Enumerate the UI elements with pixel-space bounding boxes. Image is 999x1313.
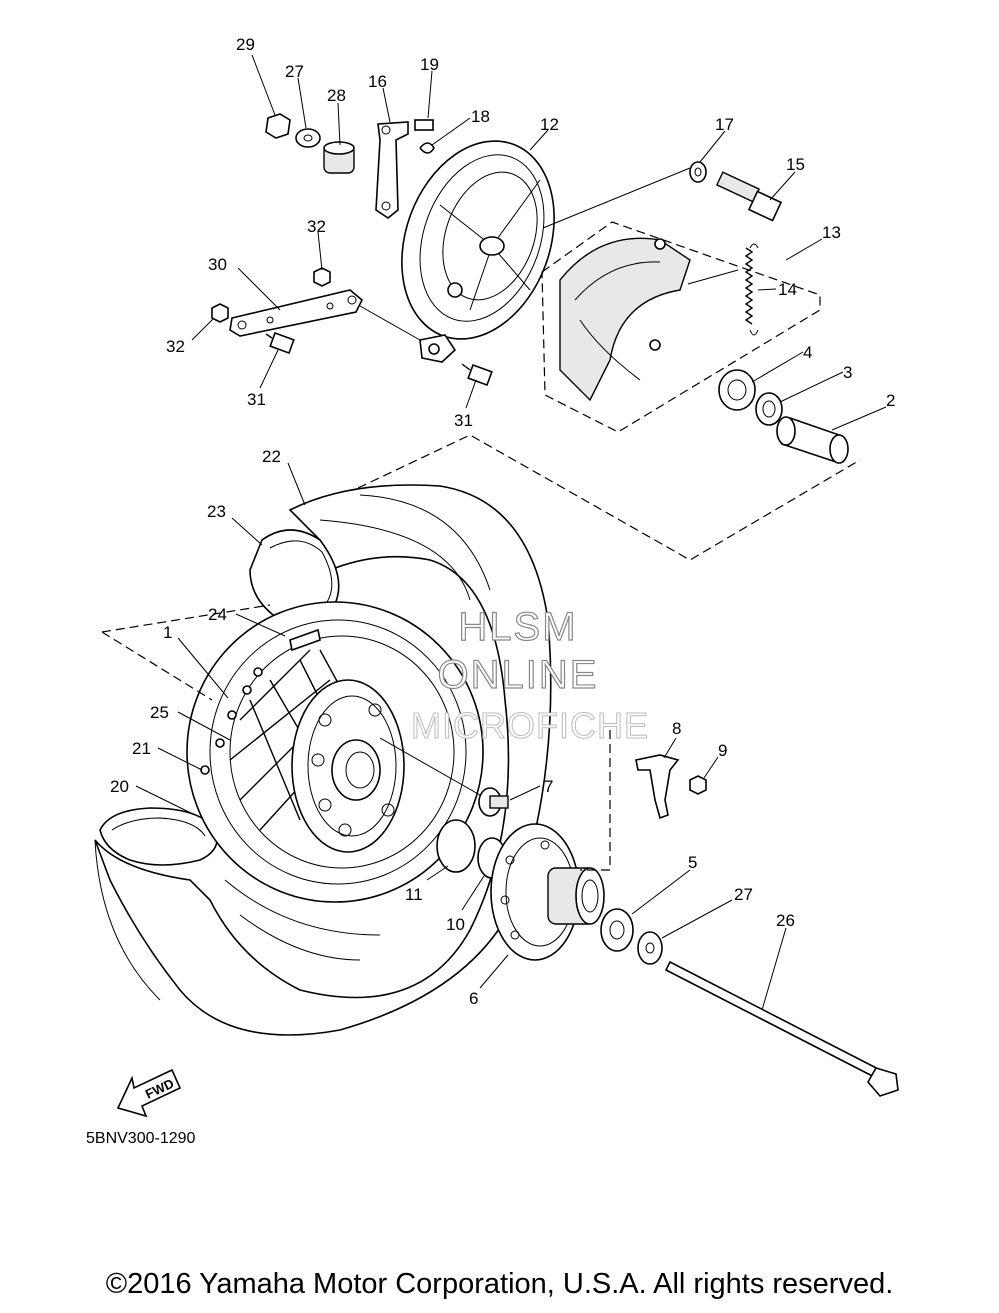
- callout-23: 23: [207, 502, 226, 521]
- leader-lines: [135, 54, 887, 1011]
- nut-32-upper: [313, 267, 331, 287]
- brake-lever-16: [375, 121, 409, 219]
- nut-9: [689, 775, 707, 795]
- o-ring-11: [436, 819, 476, 873]
- callout-31-left: 31: [247, 390, 266, 409]
- wheel-rim: [186, 601, 484, 903]
- callout-18: 18: [471, 107, 490, 126]
- callout-9: 9: [718, 741, 727, 760]
- callout-1: 1: [163, 623, 172, 642]
- bolt-19: [414, 119, 434, 131]
- callout-13: 13: [822, 223, 841, 242]
- callout-32-upper: 32: [307, 217, 326, 236]
- callout-8: 8: [672, 719, 681, 738]
- callout-12: 12: [540, 115, 559, 134]
- oil-seal-3: [755, 392, 783, 426]
- callout-22: 22: [262, 447, 281, 466]
- callout-28: 28: [327, 86, 346, 105]
- callout-5: 5: [688, 853, 697, 872]
- callouts: 1 2 3 4 5 6 7 8 9 10 11 12 13 14 15 16 1…: [110, 35, 895, 1008]
- collar-7: [478, 787, 509, 817]
- callout-7: 7: [544, 777, 553, 796]
- watermark-line-1: HLSM: [458, 605, 577, 649]
- callout-27-upper: 27: [285, 62, 304, 81]
- callout-4: 4: [803, 343, 812, 362]
- callout-14: 14: [778, 280, 797, 299]
- callout-26: 26: [776, 911, 795, 930]
- callout-29: 29: [236, 35, 255, 54]
- watermark-line-2: ONLINE: [438, 653, 599, 697]
- clip-18: [419, 142, 435, 154]
- callout-3: 3: [843, 363, 852, 382]
- bolt-31-left: [265, 331, 295, 355]
- bearing-5: [600, 908, 634, 952]
- collar-28: [323, 141, 355, 174]
- watermark-line-3: MICROFICHE: [411, 705, 649, 746]
- callout-21: 21: [132, 739, 151, 758]
- callout-30: 30: [208, 255, 227, 274]
- tire-valve-24: [289, 628, 321, 652]
- callout-32-lower: 32: [166, 337, 185, 356]
- copyright-notice: ©2016 Yamaha Motor Corporation, U.S.A. A…: [105, 1268, 894, 1300]
- washer-27-lower: [637, 931, 663, 965]
- spoke-nipples: [200, 667, 263, 775]
- callout-15: 15: [786, 155, 805, 174]
- tire: [94, 484, 552, 1036]
- brake-shoe: [559, 237, 691, 402]
- callout-2: 2: [886, 391, 895, 410]
- lock-washer-8: [635, 754, 680, 820]
- bolt-31-right: [461, 363, 493, 387]
- brake-panel: [401, 140, 555, 363]
- washer-27: [295, 128, 321, 148]
- fwd-arrow-icon: FWD: [116, 1068, 182, 1118]
- callout-31-right: 31: [454, 411, 473, 430]
- callout-6: 6: [469, 989, 478, 1008]
- callout-10: 10: [446, 915, 465, 934]
- figure-code: 5BNV300-1290: [86, 1130, 196, 1147]
- callout-19: 19: [420, 55, 439, 74]
- callout-27-lower: 27: [734, 885, 753, 904]
- callout-11: 11: [405, 885, 423, 904]
- axle-26: [664, 960, 899, 1097]
- callout-20: 20: [110, 777, 129, 796]
- callout-17: 17: [715, 115, 734, 134]
- hub-clutch-6: [490, 823, 605, 961]
- bearing-4: [718, 369, 756, 411]
- callout-24: 24: [208, 605, 227, 624]
- callout-16: 16: [368, 72, 387, 91]
- nut-29: [265, 113, 291, 139]
- nut-32-lower: [211, 303, 229, 323]
- tension-bar-30: [229, 289, 363, 337]
- callout-25: 25: [150, 703, 169, 722]
- collar-2: [776, 416, 849, 464]
- watermark: HLSM ONLINE MICROFICHE: [411, 604, 649, 746]
- brake-camshaft: [689, 161, 783, 222]
- inner-tube-20: [94, 807, 219, 1001]
